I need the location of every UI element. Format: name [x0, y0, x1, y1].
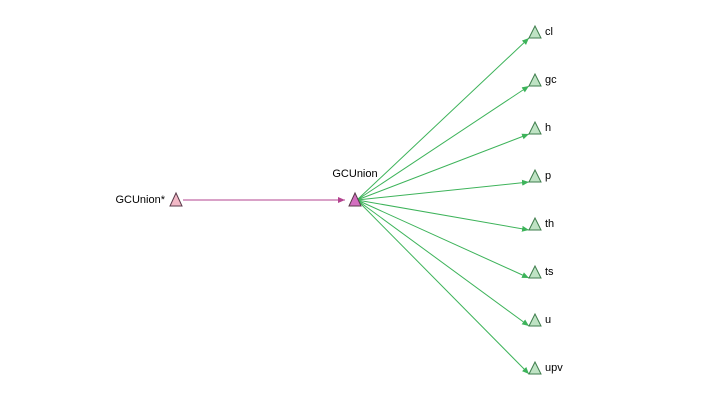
- node-u[interactable]: u: [528, 312, 551, 327]
- node-label-gc: gc: [545, 74, 557, 86]
- edge-layer: [183, 37, 530, 375]
- node-label-gcunion: GCUnion: [332, 168, 377, 180]
- triangle-icon: [528, 168, 542, 183]
- node-th[interactable]: th: [528, 216, 554, 231]
- triangle-icon: [528, 24, 542, 39]
- triangle-icon: [528, 216, 542, 231]
- member-layer: cl gc h p th ts u upv: [528, 24, 563, 375]
- node-cl[interactable]: cl: [528, 24, 553, 39]
- node-label-u: u: [545, 314, 551, 326]
- node-p[interactable]: p: [528, 168, 551, 183]
- member-edge-th: [356, 199, 530, 232]
- member-edge-u: [356, 199, 530, 327]
- member-edge-upv: [356, 199, 530, 375]
- member-edge-ts: [356, 199, 530, 279]
- member-edge-gc: [356, 85, 530, 201]
- node-h[interactable]: h: [528, 120, 551, 135]
- node-label-upv: upv: [545, 362, 563, 374]
- node-label-h: h: [545, 122, 551, 134]
- member-edge-p: [356, 179, 530, 201]
- node-label-gcunion-pointer: GCUnion*: [115, 194, 165, 206]
- triangle-icon: [528, 360, 542, 375]
- triangle-icon: [528, 312, 542, 327]
- triangle-icon: [528, 264, 542, 279]
- triangle-icon: [348, 191, 362, 207]
- node-ts[interactable]: ts: [528, 264, 554, 279]
- node-label-cl: cl: [545, 26, 553, 38]
- node-label-th: th: [545, 218, 554, 230]
- node-label-p: p: [545, 170, 551, 182]
- node-gc[interactable]: gc: [528, 72, 557, 87]
- member-edge-cl: [356, 37, 530, 201]
- triangle-icon: [528, 72, 542, 87]
- node-gcunion[interactable]: GCUnion: [332, 168, 378, 207]
- member-edge-h: [356, 133, 530, 201]
- node-upv[interactable]: upv: [528, 360, 563, 375]
- node-label-ts: ts: [545, 266, 554, 278]
- triangle-icon: [528, 120, 542, 135]
- node-gcunion-pointer[interactable]: GCUnion*: [115, 191, 183, 207]
- triangle-icon: [169, 191, 183, 207]
